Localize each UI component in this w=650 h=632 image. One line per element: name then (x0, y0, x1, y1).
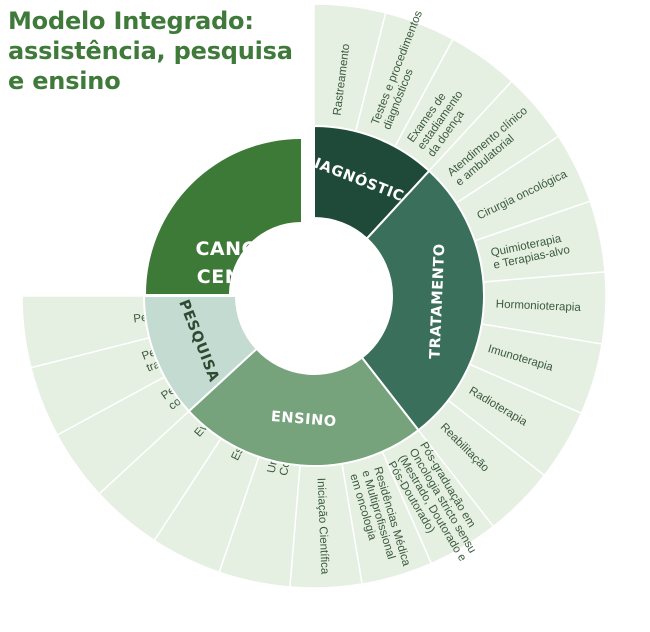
outer-item-line: Iniciação Científica (315, 478, 331, 576)
category-sector (187, 347, 420, 467)
category-pesquisa: PESQUISA (142, 295, 259, 413)
outer-item-label: Hormonioterapia (496, 299, 582, 315)
outer-item-label: Iniciação Científica (315, 478, 331, 576)
category-label: ENSINO (270, 409, 337, 430)
outer-item-ensino-2: Iniciação Científica (289, 462, 363, 589)
cancer-center-line-1: CANCER (195, 238, 284, 260)
diagram-title: Modelo Integrado: assistência, pesquisa … (8, 6, 293, 96)
outer-item-tratamento-2: Quimioterapiae Terapias-alvo (473, 200, 606, 283)
outer-item-line: Hormonioterapia (496, 299, 582, 315)
category-tratamento: TRATAMENTO (360, 169, 485, 432)
cancer-center-quadrant (146, 139, 301, 294)
cancer-center-block: CANCER CENTER (146, 139, 301, 294)
title-line-2: assistência, pesquisa (8, 37, 293, 65)
cancer-center-line-2: CENTER (197, 266, 283, 288)
category-label: TRATAMENTO (428, 243, 449, 359)
category-sector (142, 295, 259, 413)
title-line-1: Modelo Integrado: (8, 7, 254, 35)
category-ensino: ENSINO (187, 347, 420, 467)
title-line-3: e ensino (8, 67, 121, 95)
category-sector (360, 169, 485, 432)
